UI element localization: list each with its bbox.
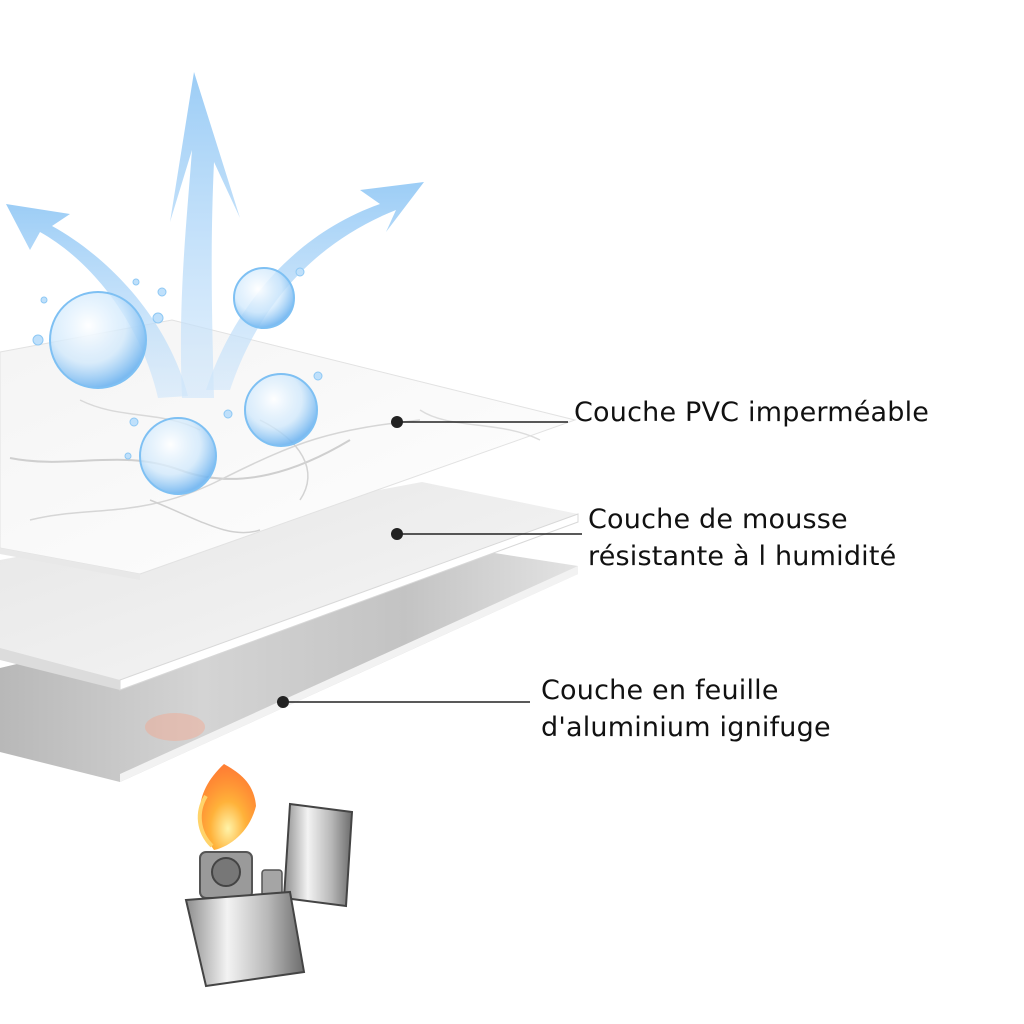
leader-dot-foam <box>391 528 403 540</box>
label-pvc-layer: Couche PVC imperméable <box>574 394 929 431</box>
foam-layer <box>0 482 579 691</box>
label-foam-line-2: résistante à l humidité <box>588 541 897 572</box>
leader-lines <box>277 416 582 708</box>
label-alu-line-1: Couche en feuille <box>541 675 779 706</box>
label-pvc-line-1: Couche PVC imperméable <box>574 397 930 428</box>
label-foam-line-1: Couche de mousse <box>588 504 848 535</box>
label-alu-line-2: d'aluminium ignifuge <box>541 712 831 743</box>
label-foam-layer: Couche de mousse résistante à l humidité <box>588 501 896 575</box>
aluminium-layer <box>0 552 578 782</box>
leader-dot-alu <box>277 696 289 708</box>
water-bubble-icon <box>32 267 323 495</box>
label-aluminium-layer: Couche en feuille d'aluminium ignifuge <box>541 672 831 746</box>
flame-icon <box>199 764 256 850</box>
leader-dot-pvc <box>391 416 403 428</box>
lighter-icon <box>184 764 354 988</box>
